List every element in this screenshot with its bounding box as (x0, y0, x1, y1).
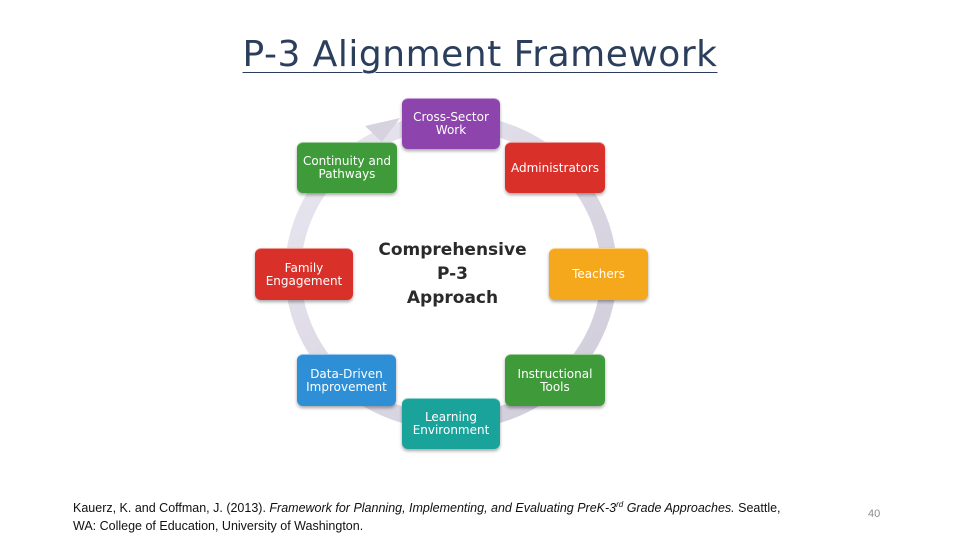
slide-title-text: P-3 Alignment Framework (242, 34, 718, 75)
node-label-line1: Data-Driven (310, 366, 383, 381)
citation-title-sup: rd (616, 500, 624, 509)
citation-publisher-line2: WA: College of Education, University of … (73, 519, 364, 533)
node-label-line2: Work (435, 123, 467, 137)
node-instructional-tools: Instructional Tools (505, 354, 605, 406)
node-label-line2: Tools (540, 379, 570, 394)
node-learning-environment: Learning Environment (402, 398, 500, 449)
node-data-driven-improvement: Data-Driven Improvement (297, 354, 396, 406)
node-continuity-and-pathways: Continuity and Pathways (297, 142, 397, 193)
citation-title-part2: Grade Approaches. (623, 501, 735, 515)
node-label-line1: Instructional (517, 366, 593, 381)
node-label-line1: Continuity and (302, 154, 392, 168)
citation-authors: Kauerz, K. and Coffman, J. (2013). (73, 501, 270, 515)
citation-title: Framework for Planning, Implementing, an… (269, 500, 735, 515)
page-number: 40 (868, 508, 881, 520)
slide-title: P-3 Alignment Framework (0, 34, 960, 75)
node-administrators: Administrators (505, 142, 605, 193)
center-label: Comprehensive P-3 Approach (370, 238, 535, 310)
node-label-line2: Environment (412, 423, 490, 437)
center-line-3: Approach (406, 288, 499, 308)
node-label-line2: Pathways (318, 167, 376, 181)
node-label-line1: Administrators (510, 160, 600, 175)
citation-publisher-line1: Seattle, (734, 501, 781, 515)
node-label-line2: Engagement (265, 273, 343, 288)
node-cross-sector-work: Cross-Sector Work (402, 98, 500, 149)
node-teachers: Teachers (549, 248, 648, 300)
citation-title-part1: Framework for Planning, Implementing, an… (269, 501, 617, 515)
node-label-line1: Learning (424, 410, 478, 424)
center-line-2: P-3 (436, 264, 469, 284)
center-line-1: Comprehensive (378, 240, 527, 260)
node-family-engagement: Family Engagement (255, 248, 353, 300)
cycle-arrowhead (365, 118, 400, 142)
citation: Kauerz, K. and Coffman, J. (2013). Frame… (73, 496, 833, 535)
node-label-line2: Improvement (306, 379, 387, 394)
node-label-line1: Teachers (572, 267, 625, 281)
node-label-line1: Family (284, 260, 324, 275)
p3-framework-diagram: Cross-Sector Work Administrators Teacher… (250, 92, 660, 454)
node-label-line1: Cross-Sector (413, 110, 489, 124)
